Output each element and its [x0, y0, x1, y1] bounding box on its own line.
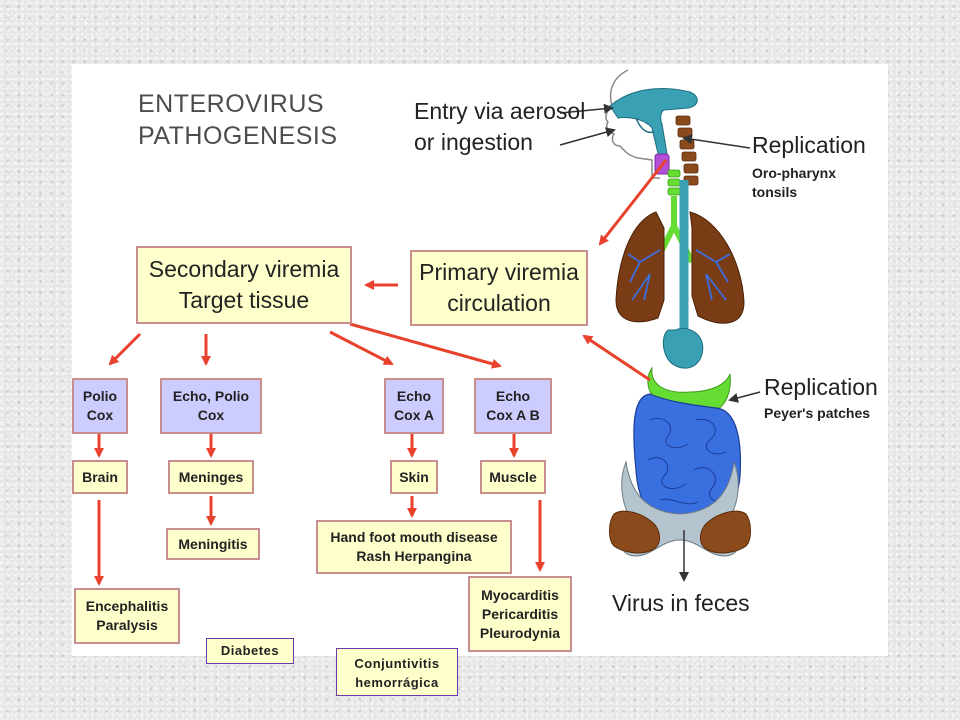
secondary-viremia-box: Secondary viremia Target tissue: [136, 246, 352, 324]
disease-box-meningitis: Meningitis: [166, 528, 260, 560]
diagram-title: ENTEROVIRUS PATHOGENESIS: [138, 88, 358, 152]
body-illustration: [605, 69, 751, 557]
virus-line: Echo: [495, 388, 531, 404]
hfmd-line-1: Hand foot mouth disease: [330, 529, 498, 545]
replication-bottom-label: Replication: [764, 374, 878, 400]
entry-line-2: or ingestion: [414, 129, 533, 155]
virus-line: Cox: [197, 407, 225, 423]
encephalitis-line-1: Encephalitis: [85, 598, 169, 614]
replication-top-sub: Oro-pharynx tonsils: [752, 164, 836, 202]
virus-line: Cox A B: [486, 407, 540, 423]
encephalitis-line-2: Paralysis: [96, 617, 158, 633]
tissue-box-skin: Skin: [390, 460, 438, 494]
virus-in-feces-label: Virus in feces: [612, 590, 750, 616]
tissue-box-brain: Brain: [72, 460, 128, 494]
myocarditis-line-1: Myocarditis: [481, 586, 559, 603]
entry-line-1: Entry via aerosol: [414, 98, 586, 124]
secondary-line-2: Target tissue: [178, 287, 310, 313]
diabetes-tag: Diabetes: [206, 638, 294, 664]
virus-line: Cox: [86, 407, 114, 423]
replication-top-label: Replication: [752, 132, 866, 158]
tissue-box-meninges: Meninges: [168, 460, 254, 494]
tonsils-text: tonsils: [752, 184, 798, 200]
peyers-patches-text: Peyer's patches: [764, 405, 871, 421]
conjuntivitis-line-2: hemorrágica: [355, 675, 439, 690]
hfmd-line-2: Rash Herpangina: [356, 548, 472, 564]
virus-line: Polio: [82, 388, 118, 404]
secondary-line-1: Secondary viremia: [148, 256, 340, 282]
primary-viremia-box: Primary viremia circulation: [410, 250, 588, 326]
primary-line-2: circulation: [447, 290, 551, 316]
virus-line: Cox A: [394, 407, 434, 423]
entry-label: Entry via aerosol or ingestion: [414, 96, 585, 158]
oropharynx-text: Oro-pharynx: [752, 165, 837, 181]
pointer-lines: [559, 103, 761, 582]
primary-line-1: Primary viremia: [419, 259, 579, 285]
virus-line: Echo: [396, 388, 432, 404]
virus-line: Echo, Polio: [172, 388, 250, 404]
title-line-1: ENTEROVIRUS: [138, 90, 325, 118]
title-line-2: PATHOGENESIS: [138, 122, 338, 150]
myocarditis-line-2: Pericarditis: [481, 605, 559, 622]
tissue-box-muscle: Muscle: [480, 460, 546, 494]
flow-arrows: [94, 159, 668, 586]
conjuntivitis-line-1: Conjuntivitis: [354, 656, 440, 671]
conjuntivitis-tag: Conjuntivitis hemorrágica: [336, 648, 458, 696]
myocarditis-line-3: Pleurodynia: [479, 624, 561, 641]
